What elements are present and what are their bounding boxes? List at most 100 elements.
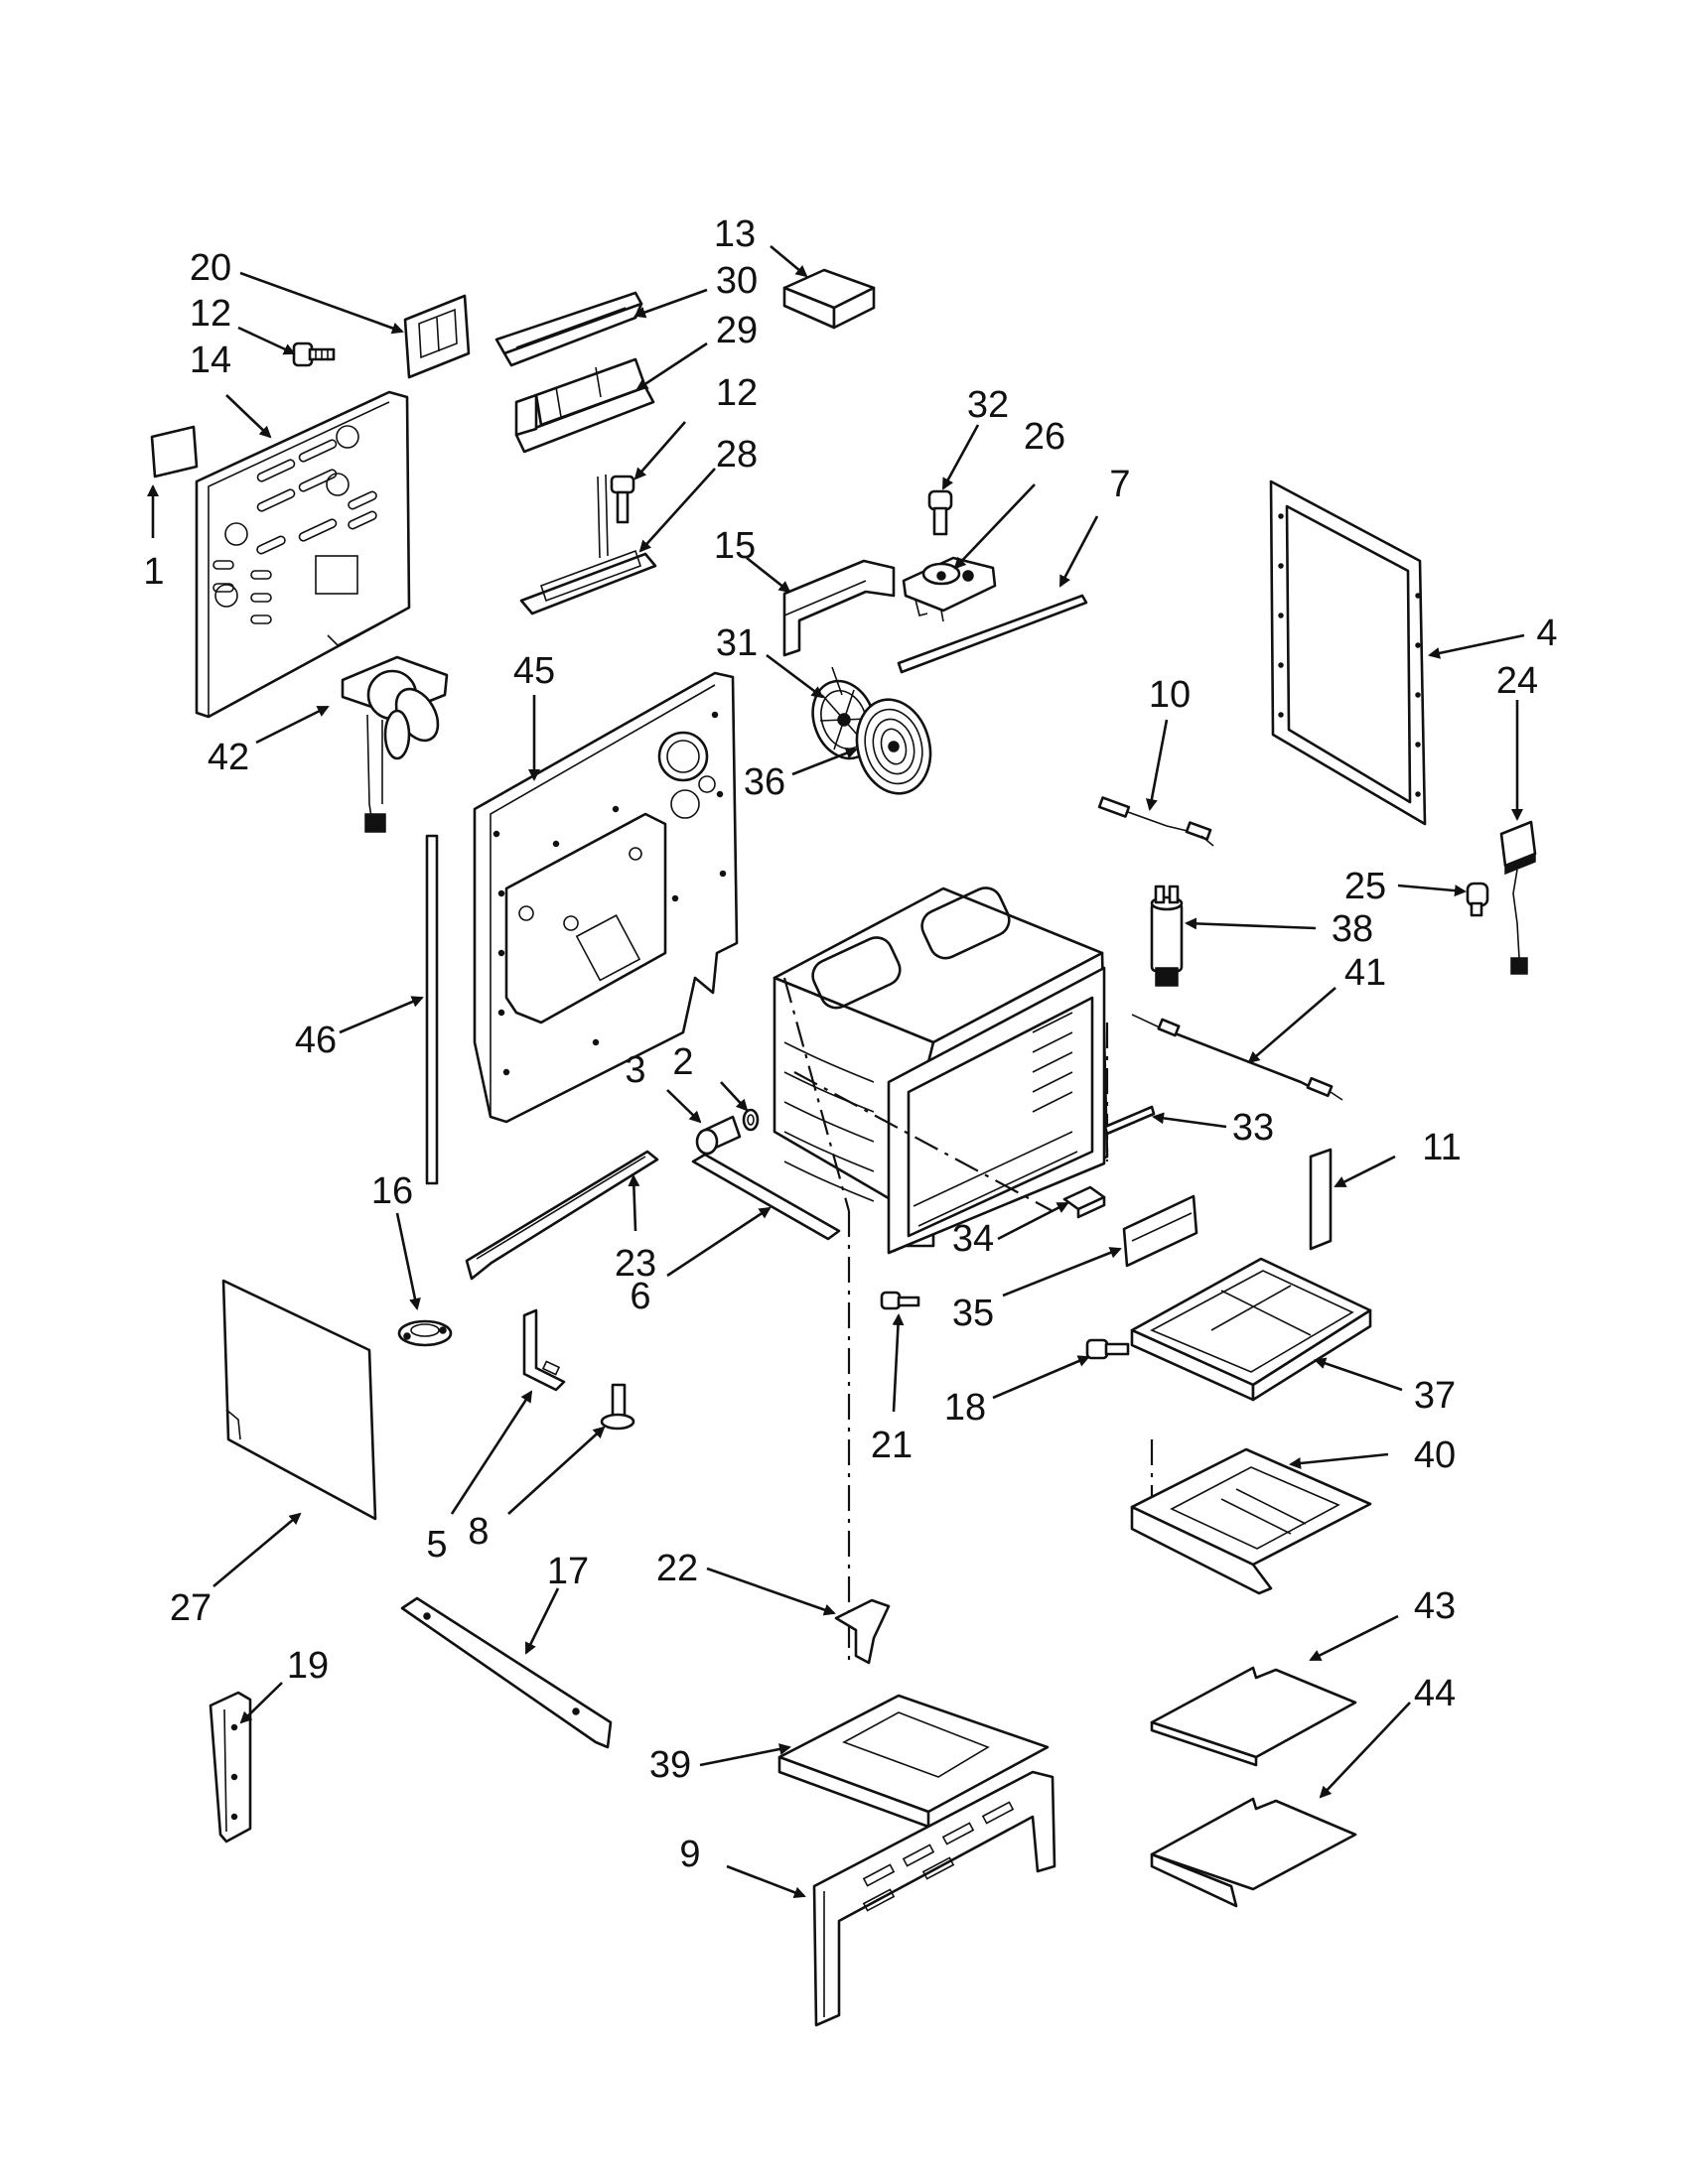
callout-9: 9	[679, 1834, 700, 1875]
leader-11	[1334, 1155, 1396, 1188]
callout-41: 41	[1344, 952, 1386, 994]
callout-6: 6	[630, 1276, 650, 1317]
callout-15: 15	[714, 525, 756, 567]
leader-42	[255, 705, 330, 745]
part-13-small-tray	[782, 268, 876, 330]
callout-34: 34	[952, 1218, 994, 1260]
leader-39	[699, 1743, 791, 1767]
callout-labels: 1 2 3 4 5 6 7 8 9 10 11 12 12 13 14 15 1…	[143, 213, 1557, 1875]
leader-25	[1397, 884, 1467, 897]
callout-12b: 12	[716, 372, 758, 414]
part-26-valve-body	[902, 556, 997, 622]
callout-26: 26	[1024, 416, 1065, 458]
leader-5	[450, 1390, 533, 1515]
leader-33	[1152, 1112, 1227, 1129]
part-20-vent-box	[403, 294, 471, 379]
part-1-cover-plate	[150, 425, 199, 478]
callout-25: 25	[1344, 866, 1386, 907]
part-15-bracket	[782, 559, 896, 657]
part-39-bottom-panel	[777, 1694, 1050, 1829]
callout-39: 39	[649, 1744, 691, 1786]
callout-40: 40	[1414, 1434, 1456, 1476]
callout-44: 44	[1414, 1673, 1456, 1714]
leader-15	[746, 556, 791, 594]
part-2-washer	[742, 1108, 760, 1132]
part-5-l-bracket	[522, 1308, 566, 1392]
leader-43	[1309, 1614, 1399, 1662]
part-43-drawer-liner	[1150, 1666, 1357, 1767]
part-14-rear-panel	[195, 390, 411, 719]
callout-7: 7	[1109, 464, 1130, 505]
leader-7	[1058, 515, 1099, 588]
leader-37	[1314, 1357, 1403, 1392]
leader-18	[992, 1355, 1090, 1400]
callout-28: 28	[716, 434, 758, 476]
callout-4: 4	[1536, 613, 1557, 654]
part-40-drawer-tray	[1130, 1447, 1372, 1595]
part-11-side-strip	[1309, 1148, 1333, 1251]
leader-3	[666, 1089, 702, 1124]
leader-21	[892, 1313, 905, 1413]
part-32-screw	[927, 489, 953, 536]
callout-3: 3	[625, 1049, 645, 1091]
callout-11: 11	[1422, 1127, 1461, 1168]
leader-9	[726, 1864, 806, 1899]
part-3-bulb	[695, 1115, 742, 1156]
part-23-support-bracket	[465, 1150, 659, 1281]
part-37-drawer-frame	[1130, 1257, 1372, 1402]
callout-17: 17	[547, 1551, 589, 1592]
callout-12a: 12	[190, 293, 231, 335]
callout-18: 18	[944, 1387, 986, 1429]
part-4-door-gasket	[1269, 479, 1427, 826]
part-10-probe	[1097, 796, 1214, 847]
part-19-corner-bracket	[209, 1691, 252, 1843]
callout-46: 46	[295, 1020, 337, 1061]
part-34-clip	[1062, 1185, 1106, 1219]
leader-41	[1247, 987, 1336, 1064]
callout-42: 42	[208, 737, 249, 778]
parts-layer	[150, 268, 1537, 2027]
leader-32	[941, 424, 980, 490]
oven-cavity	[773, 887, 1109, 1255]
callout-45: 45	[513, 650, 555, 692]
part-45-oven-back-wall	[473, 671, 739, 1124]
callout-35: 35	[952, 1293, 994, 1334]
leader-30	[633, 288, 708, 319]
callout-16: 16	[371, 1170, 413, 1212]
callout-24: 24	[1496, 660, 1538, 702]
leader-29	[635, 341, 708, 391]
callout-33: 33	[1232, 1107, 1274, 1149]
callout-30: 30	[716, 260, 758, 302]
callout-10: 10	[1149, 674, 1191, 716]
leader-27	[212, 1512, 302, 1587]
callout-2: 2	[672, 1041, 693, 1083]
callout-19: 19	[287, 1645, 329, 1687]
part-21-screw	[880, 1291, 920, 1310]
callout-36: 36	[744, 761, 785, 803]
part-35-channel-bracket	[1122, 1194, 1198, 1268]
leader-36	[791, 748, 858, 776]
leader-14	[225, 394, 272, 439]
leader-13	[770, 245, 808, 278]
callout-23: 23	[615, 1243, 656, 1285]
part-12-screw-center	[610, 475, 635, 524]
part-44-drawer-liner-lower	[1150, 1797, 1357, 1908]
leader-35	[1002, 1247, 1122, 1297]
leader-8	[507, 1426, 606, 1515]
part-27-side-panel	[221, 1279, 377, 1521]
callout-43: 43	[1414, 1585, 1456, 1627]
part-7-rod	[897, 594, 1088, 674]
part-29-vent-duct	[514, 357, 655, 454]
leader-6	[666, 1206, 772, 1278]
part-22-small-stand	[834, 1598, 891, 1665]
callout-31: 31	[716, 622, 758, 664]
part-12-screw-left	[292, 341, 336, 367]
leader-28	[638, 468, 716, 553]
callout-37: 37	[1414, 1375, 1456, 1417]
leader-40	[1289, 1452, 1389, 1469]
leader-31	[766, 653, 824, 699]
alignment-lines	[782, 977, 1154, 1668]
leader-20	[239, 271, 404, 335]
callout-32: 32	[967, 384, 1009, 426]
callout-29: 29	[716, 310, 758, 351]
